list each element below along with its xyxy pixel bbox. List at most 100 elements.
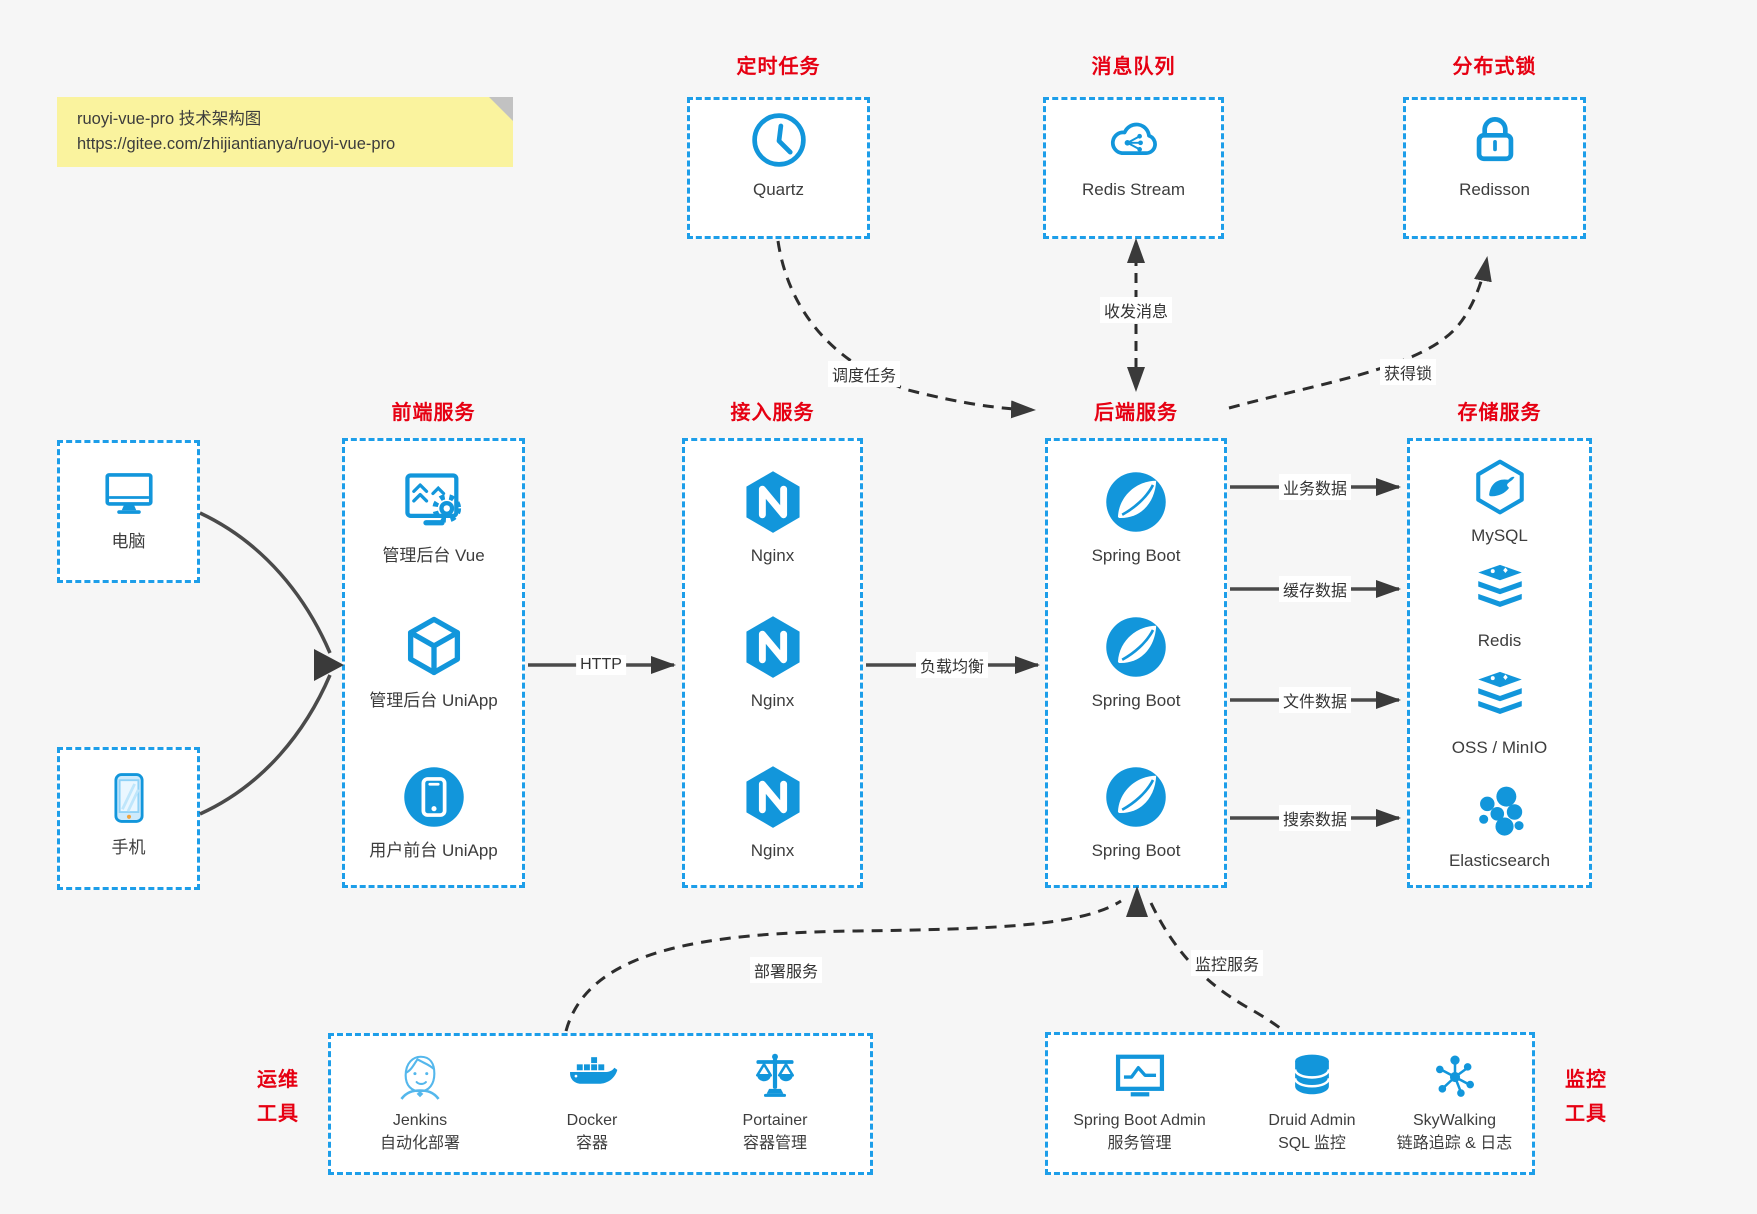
edge-lock-curve	[1228, 256, 1492, 410]
edge-phone-to-frontend	[199, 674, 332, 816]
oss-minio-icon	[1471, 670, 1529, 728]
ops-tools-title: 运维 工具	[257, 1069, 299, 1125]
node-name: Spring Boot Admin	[1073, 1112, 1206, 1129]
messages-arrowhead-up	[1127, 238, 1145, 263]
edge-label-http: HTTP	[576, 655, 626, 675]
group-title-distributed-lock: 分布式锁	[1452, 56, 1537, 78]
uniapp-cube-icon	[400, 613, 468, 681]
sticky-note: ruoyi-vue-pro 技术架构图 https://gitee.com/zh…	[57, 97, 513, 167]
node-desc: 自动化部署	[379, 1135, 460, 1152]
node-nginx-3: Nginx	[685, 763, 860, 862]
node-oss-minio: OSS / MinIO	[1410, 670, 1589, 759]
spring-boot-icon	[1102, 613, 1170, 681]
mq-cloud-icon	[1104, 157, 1164, 174]
node-pc: 电脑	[57, 464, 200, 553]
edge-label-deploy: 部署服务	[749, 957, 823, 983]
node-label: Elasticsearch	[1448, 851, 1551, 870]
smartphone-icon	[99, 815, 159, 832]
node-phone: 手机	[57, 768, 200, 859]
edge-deploy-curve	[564, 899, 1122, 1032]
elasticsearch-icon	[1471, 783, 1529, 841]
docker-icon	[512, 1050, 672, 1104]
node-jenkins: Jenkins 自动化部署	[340, 1050, 500, 1155]
node-spring-boot-3: Spring Boot	[1048, 763, 1224, 862]
node-redis: Redis	[1410, 563, 1589, 652]
node-name: Docker	[566, 1112, 618, 1129]
mysql-icon	[1471, 458, 1529, 516]
node-portainer: Portainer 容器管理	[695, 1050, 855, 1155]
clients-arrowhead	[314, 649, 344, 681]
node-label: 管理后台 Vue	[382, 546, 485, 565]
node-label: Nginx	[750, 691, 795, 710]
spring-boot-admin-icon	[1047, 1050, 1232, 1104]
nginx-icon	[739, 613, 807, 681]
node-docker: Docker 容器	[512, 1050, 672, 1155]
node-label: Redis Stream	[1082, 180, 1185, 199]
node-spring-boot-1: Spring Boot	[1048, 468, 1224, 567]
spring-boot-icon	[1102, 468, 1170, 536]
node-desc: 容器	[575, 1135, 608, 1152]
node-label: Quartz	[752, 180, 805, 199]
edge-label-messages: 收发消息	[1099, 297, 1173, 323]
node-admin-uniapp: 管理后台 UniApp	[345, 613, 522, 712]
column-title-gateway: 接入服务	[730, 402, 815, 424]
node-desc: 容器管理	[742, 1135, 807, 1152]
note-title: ruoyi-vue-pro 技术架构图	[77, 110, 262, 128]
quartz-group-box	[687, 97, 870, 239]
node-quartz: Quartz	[687, 110, 870, 201]
desktop-icon	[100, 509, 158, 526]
node-nginx-1: Nginx	[685, 468, 860, 567]
node-elasticsearch: Elasticsearch	[1410, 783, 1589, 872]
edge-schedule-curve	[776, 240, 1036, 419]
clock-icon	[749, 157, 809, 174]
node-label: Spring Boot	[1091, 546, 1181, 565]
backend-group-box: Spring Boot Spring Boot Spring Boot	[1045, 438, 1227, 888]
node-name: Druid Admin	[1268, 1112, 1356, 1129]
spring-boot-icon	[1102, 763, 1170, 831]
edge-label-load-balance: 负载均衡	[915, 652, 989, 678]
node-mysql: MySQL	[1410, 458, 1589, 547]
edge-label-monitor: 监控服务	[1190, 950, 1264, 976]
node-label: Nginx	[750, 841, 795, 860]
edge-label-file-data: 文件数据	[1278, 687, 1352, 713]
group-title-scheduled-tasks: 定时任务	[736, 56, 821, 78]
node-nginx-2: Nginx	[685, 613, 860, 712]
edge-label-search-data: 搜索数据	[1278, 805, 1352, 831]
node-label: MySQL	[1471, 526, 1528, 545]
node-label: OSS / MinIO	[1451, 738, 1548, 757]
node-skywalking: SkyWalking 链路追踪 & 日志	[1362, 1050, 1547, 1155]
column-title-storage: 存储服务	[1457, 402, 1542, 424]
node-label: Spring Boot	[1091, 691, 1181, 710]
edge-label-business-data: 业务数据	[1278, 474, 1352, 500]
edge-label-schedule: 调度任务	[827, 361, 901, 387]
portainer-icon	[695, 1050, 855, 1104]
node-label: 用户前台 UniApp	[369, 841, 498, 860]
admin-vue-icon	[400, 468, 468, 536]
node-desc: 服务管理	[1107, 1135, 1172, 1152]
lock-icon	[1465, 157, 1525, 174]
node-redisson: Redisson	[1403, 110, 1586, 201]
monitor-tools-title: 监控 工具	[1565, 1069, 1607, 1125]
node-label: Redisson	[1459, 180, 1530, 199]
note-url: https://gitee.com/zhijiantianya/ruoyi-vu…	[77, 135, 396, 153]
node-label: Spring Boot	[1091, 841, 1181, 860]
node-desc: SQL 监控	[1278, 1135, 1346, 1152]
user-app-icon	[400, 763, 468, 831]
nginx-icon	[739, 763, 807, 831]
edge-label-cache-data: 缓存数据	[1278, 576, 1352, 602]
storage-group-box: MySQL Redis OSS / MinIO Elasticsearch	[1407, 438, 1592, 888]
node-redis-stream: Redis Stream	[1043, 110, 1224, 201]
group-title-message-queue: 消息队列	[1091, 56, 1176, 78]
gateway-group-box: Nginx Nginx Nginx	[682, 438, 863, 888]
node-name: SkyWalking	[1413, 1112, 1496, 1129]
node-name: Portainer	[742, 1112, 808, 1129]
jenkins-icon	[340, 1050, 500, 1104]
node-user-uniapp: 用户前台 UniApp	[345, 763, 522, 862]
nginx-icon	[739, 468, 807, 536]
column-title-frontend: 前端服务	[391, 402, 476, 424]
messages-arrowhead-down	[1127, 367, 1145, 392]
node-name: Jenkins	[392, 1112, 448, 1129]
node-admin-vue: 管理后台 Vue	[345, 468, 522, 567]
deploy-monitor-arrowhead	[1126, 886, 1148, 917]
